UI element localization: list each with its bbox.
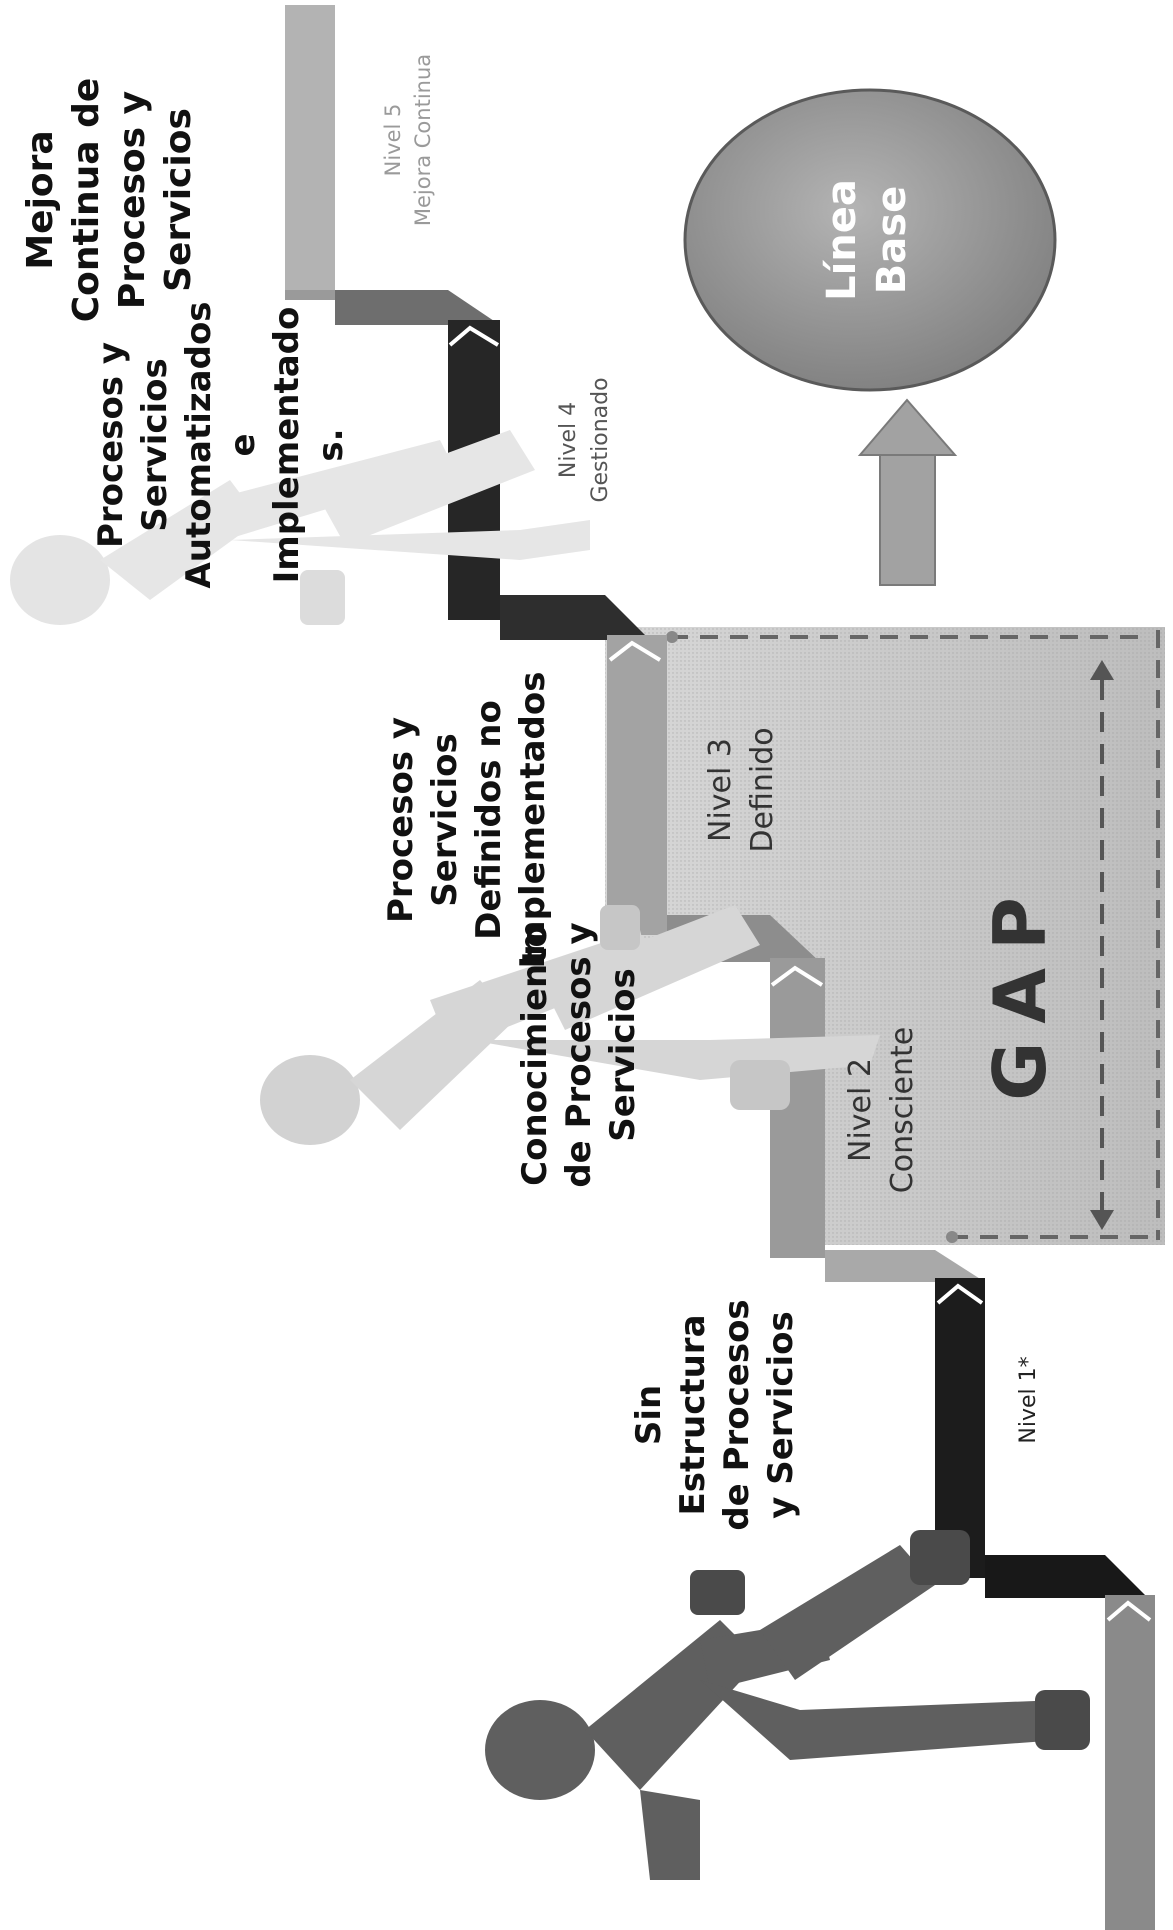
label-no-structure-line3: de Procesos [717, 1299, 757, 1530]
level1-title: Nivel 1* [1016, 1356, 1041, 1443]
gap-region [605, 627, 1165, 1245]
level5-name: Mejora Continua [411, 54, 435, 226]
baseline-line1: Línea [819, 179, 865, 301]
walking-figure-dark-icon [485, 1530, 1090, 1880]
label-knowledge-line3: Servicios [603, 968, 643, 1142]
label-automated-line6: s. [311, 428, 351, 461]
step-level4-tread [500, 595, 650, 640]
label-automated-line3: Automatizados [179, 301, 219, 588]
up-arrow-icon [857, 398, 958, 586]
label-automated-line1: Procesos y [91, 342, 131, 548]
label-top-right-line1: Mejora [20, 130, 61, 269]
level3-name: Definido [745, 727, 780, 852]
gap-arrow-head-top [1090, 660, 1114, 680]
level2-name: Consciente [885, 1027, 920, 1193]
gap-arrow-head-bottom [1090, 1210, 1114, 1230]
label-no-structure-line2: Estructura [673, 1314, 713, 1515]
step-level1-riser [935, 1278, 985, 1578]
label-top-right-line2: Continua de [66, 78, 107, 323]
level5-title: Nivel 5 [381, 104, 405, 177]
label-no-structure-line1: Sin [629, 1385, 669, 1445]
label-automated-line4: e [223, 433, 263, 456]
baseline-circle [683, 88, 1057, 392]
level4-name: Gestionado [588, 377, 613, 502]
label-no-structure-line4: y Servicios [761, 1311, 801, 1519]
step-level5-top [285, 5, 335, 295]
walking-figure-mid-icon [260, 905, 880, 1145]
gap-dot-bottom [946, 1231, 958, 1243]
label-defined-line4: Implementados [513, 672, 553, 969]
level2-title: Nivel 2 [843, 1058, 878, 1162]
gap-label: GAP [978, 879, 1062, 1101]
label-knowledge-line1: Conocimiento [515, 924, 555, 1186]
label-knowledge-line2: de Procesos y [559, 922, 599, 1187]
step-level1-tread [985, 1555, 1148, 1598]
label-automated-line5: Implementado [267, 307, 307, 584]
level4-title: Nivel 4 [556, 402, 581, 478]
step-level3-riser [607, 635, 667, 935]
baseline-group [683, 88, 1057, 586]
step-level2-tread [825, 1250, 985, 1282]
label-defined-line3: Definidos no [469, 700, 509, 940]
step-base-riser [1105, 1595, 1155, 1930]
label-defined-line1: Procesos y [381, 717, 421, 923]
baseline-line2: Base [869, 186, 915, 294]
label-automated-line2: Servicios [135, 358, 175, 532]
gap-dot-top [666, 631, 678, 643]
walking-figure-light-icon [10, 430, 590, 625]
level3-title: Nivel 3 [703, 738, 738, 842]
label-top-right-line4: Servicios [158, 108, 199, 292]
label-top-right-line3: Procesos y [112, 91, 153, 309]
label-defined-line2: Servicios [425, 733, 465, 907]
step-level5-tread [335, 290, 500, 325]
